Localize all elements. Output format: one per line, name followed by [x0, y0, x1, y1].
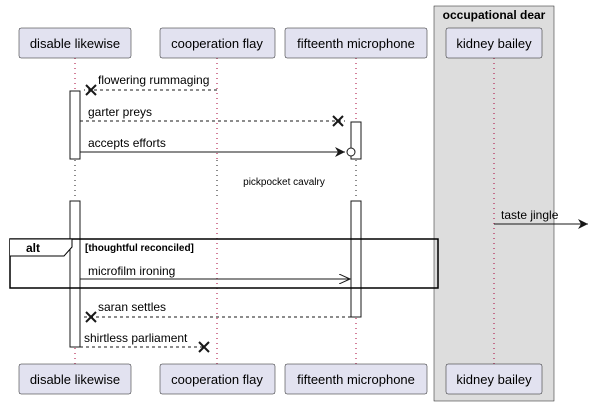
- participant-kidney-bailey-top[interactable]: kidney bailey: [445, 27, 543, 59]
- message-label-garter-preys: garter preys: [88, 105, 152, 119]
- alt-fragment-condition: [thoughtful reconciled]: [85, 243, 194, 254]
- participant-box-label: occupational dear: [443, 8, 546, 22]
- delay-label: pickpocket cavalry: [243, 177, 325, 188]
- participant-label: disable likewise: [30, 36, 120, 51]
- participant-label: disable likewise: [30, 372, 120, 387]
- participant-disable-likewise-top[interactable]: disable likewise: [18, 27, 132, 59]
- participant-label: fifteenth microphone: [297, 372, 415, 387]
- message-label-microfilm-ironing: microfilm ironing: [88, 264, 175, 278]
- participant-label: fifteenth microphone: [297, 36, 415, 51]
- activation-fifteenth-microphone-1: [350, 121, 362, 160]
- participant-fifteenth-microphone-top[interactable]: fifteenth microphone: [284, 27, 428, 59]
- destroy-icon: [85, 84, 97, 96]
- delay-gap: [60, 159, 370, 201]
- participant-cooperation-flay-top[interactable]: cooperation flay: [159, 27, 276, 59]
- circle-endpoint-icon: [346, 147, 356, 157]
- destroy-icon: [198, 341, 210, 353]
- participant-label: kidney bailey: [456, 372, 532, 387]
- participant-kidney-bailey-bottom[interactable]: kidney bailey: [445, 363, 543, 395]
- message-label-accepts-efforts: accepts efforts: [88, 136, 166, 150]
- activation-disable-likewise-2: [69, 200, 81, 348]
- message-label-shirtless-parliament: shirtless parliament: [84, 331, 188, 345]
- alt-fragment-keyword: alt: [26, 241, 40, 255]
- message-label-saran-settles: saran settles: [98, 300, 166, 314]
- alt-fragment: alt [thoughtful reconciled]: [9, 238, 439, 289]
- participant-disable-likewise-bottom[interactable]: disable likewise: [18, 363, 132, 395]
- activation-disable-likewise-1: [69, 90, 81, 160]
- message-label-flowering-rummaging: flowering rummaging: [98, 73, 209, 87]
- destroy-icon: [85, 311, 97, 323]
- participant-fifteenth-microphone-bottom[interactable]: fifteenth microphone: [284, 363, 428, 395]
- participant-cooperation-flay-bottom[interactable]: cooperation flay: [159, 363, 276, 395]
- message-label-taste-jingle: taste jingle: [501, 208, 559, 222]
- destroy-icon: [332, 115, 344, 127]
- participant-label: cooperation flay: [171, 36, 263, 51]
- activation-fifteenth-microphone-2: [350, 200, 362, 318]
- participant-label: kidney bailey: [456, 36, 532, 51]
- participant-label: cooperation flay: [171, 372, 263, 387]
